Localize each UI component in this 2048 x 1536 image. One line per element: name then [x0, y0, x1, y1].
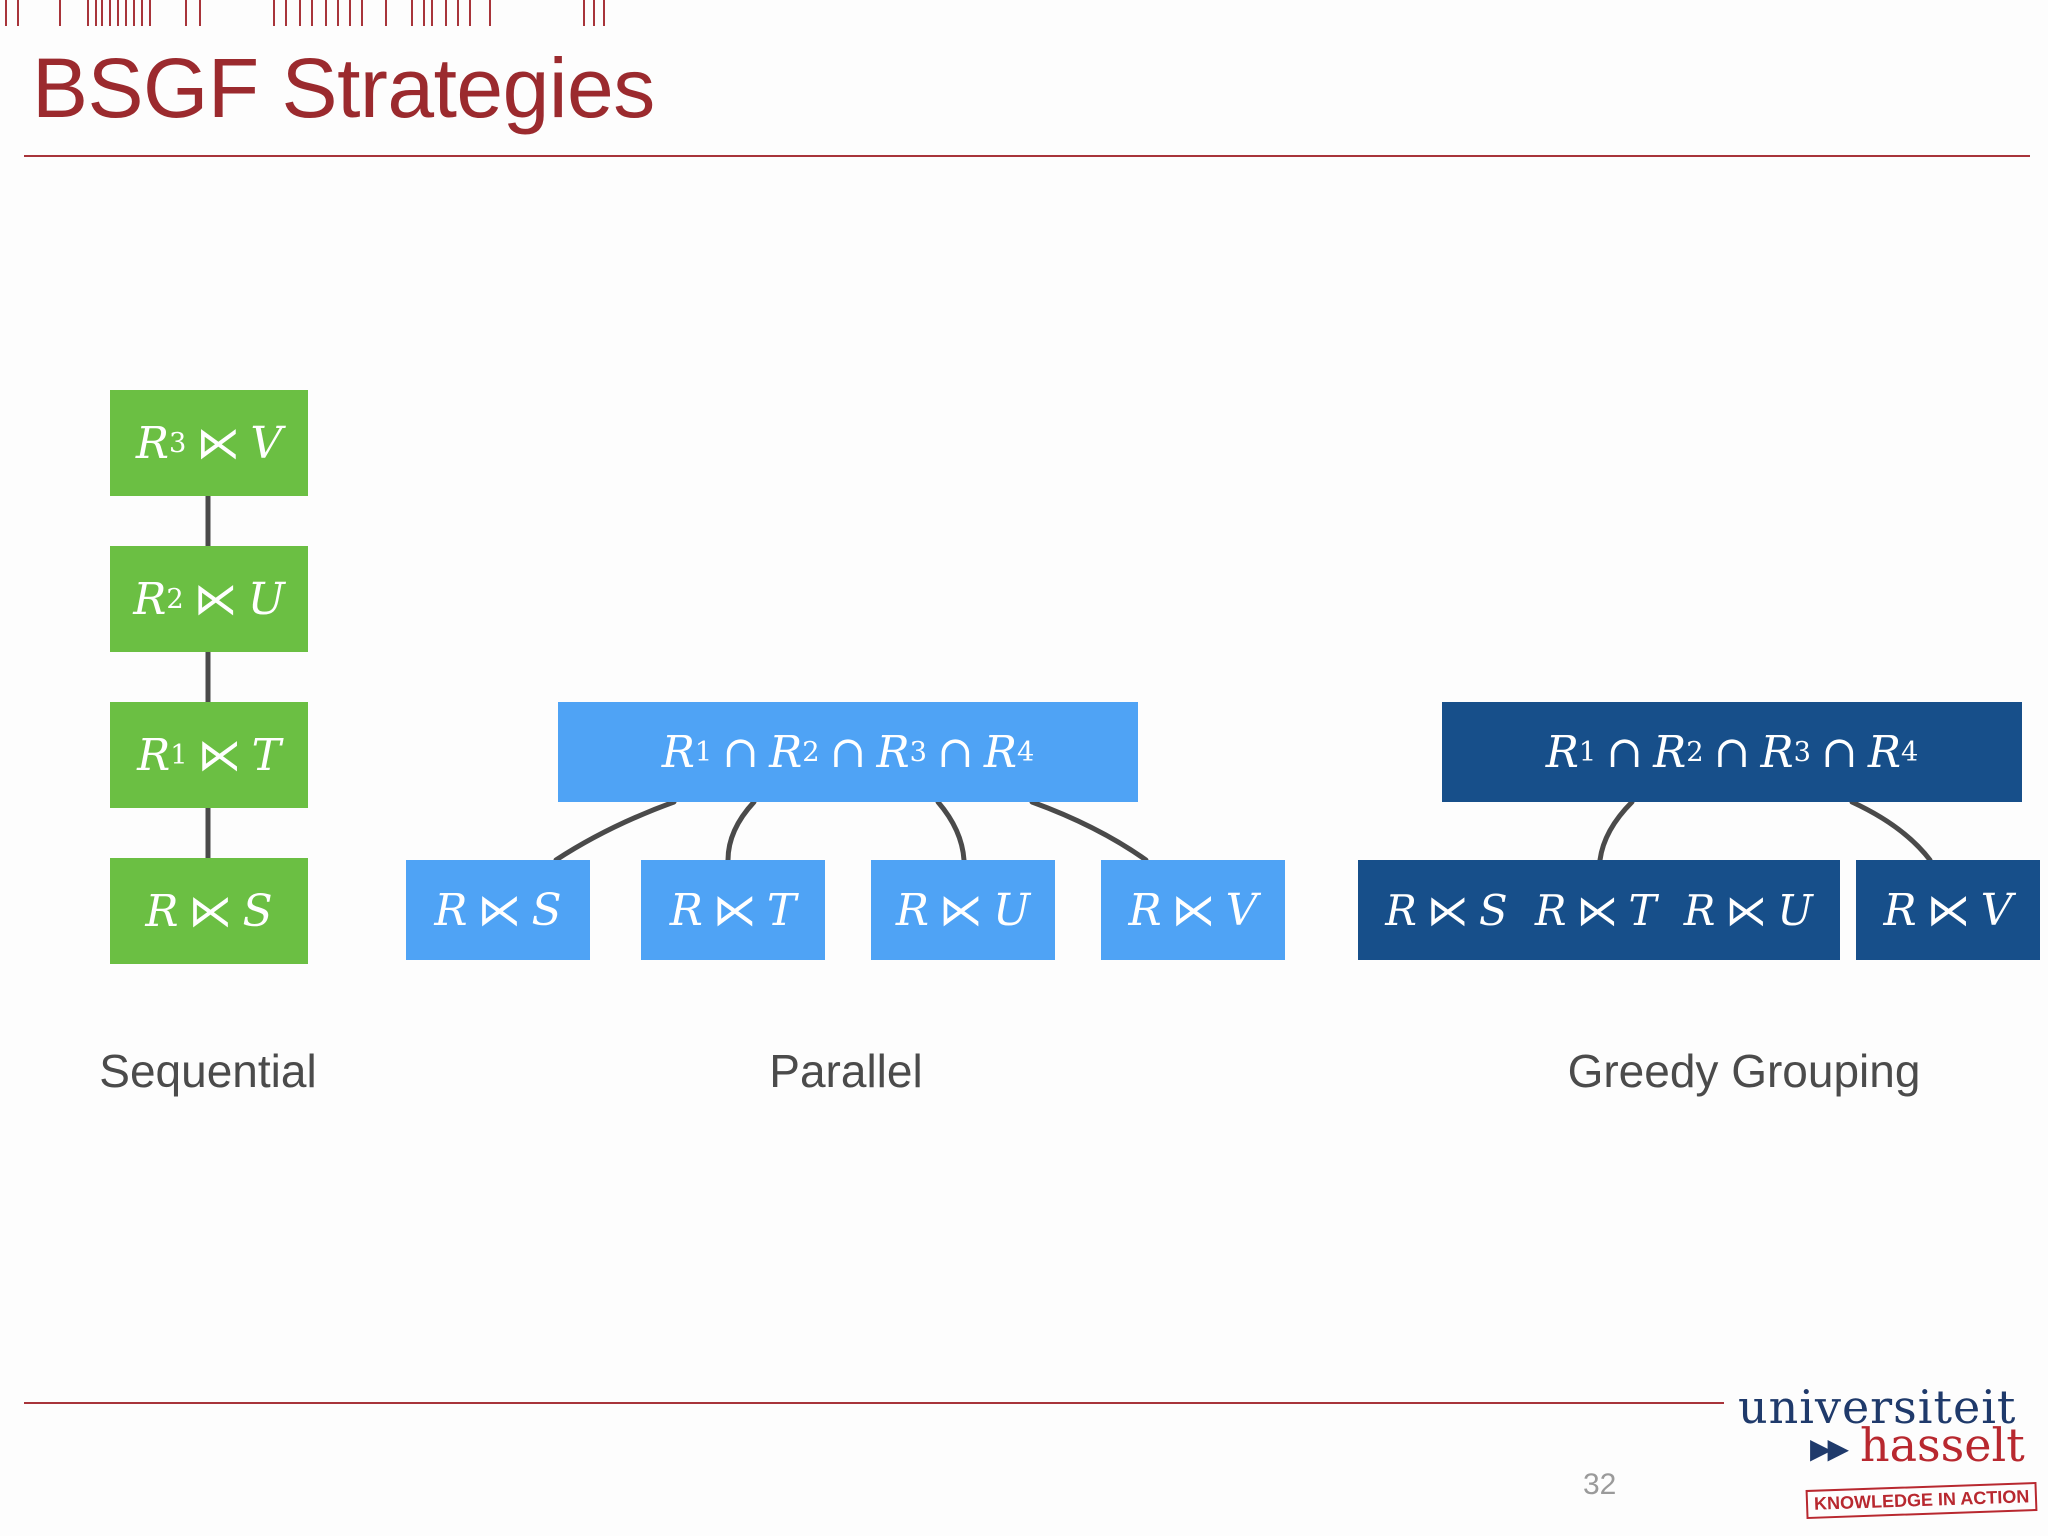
- semijoin-symbol: ⋉: [1576, 885, 1619, 935]
- par-edge-4: [1029, 799, 1149, 863]
- rel-symbol: R: [1760, 726, 1794, 778]
- rel-symbol: R: [661, 726, 695, 778]
- rhs-symbol: U: [247, 573, 285, 625]
- logo-arrows-icon: ▶▶: [1810, 1433, 1849, 1464]
- greedy-group-item: R⋉T: [1535, 886, 1657, 935]
- caption-parallel: Parallel: [769, 1045, 923, 1097]
- par-leaf-r-s: R⋉S: [406, 860, 590, 960]
- semijoin-symbol: ⋉: [197, 729, 242, 781]
- rel-subscript: 2: [802, 736, 820, 768]
- seq-box-r-s: R⋉S: [110, 858, 308, 964]
- caption-sequential: Sequential: [99, 1045, 317, 1097]
- page-number: 32: [1583, 1468, 1617, 1501]
- rel-symbol: R: [1653, 726, 1687, 778]
- rel-symbol: R: [1385, 885, 1417, 935]
- intersect-symbol: ∩: [829, 726, 867, 778]
- rel-subscript: 1: [1578, 736, 1597, 768]
- rhs-symbol: T: [766, 884, 797, 936]
- rel-symbol: R: [133, 573, 167, 625]
- rel-symbol: R: [137, 729, 171, 781]
- rhs-symbol: U: [1777, 885, 1813, 935]
- semijoin-symbol: ⋉: [196, 417, 241, 469]
- rhs-symbol: S: [242, 885, 273, 937]
- intersect-symbol: ∩: [1713, 726, 1751, 778]
- logo-tagline: KNOWLEDGE IN ACTION: [1805, 1481, 2038, 1520]
- par-edge-3: [935, 799, 967, 863]
- rel-subscript: 1: [170, 739, 188, 771]
- greedy-group-box: R⋉S R⋉T R⋉U: [1358, 860, 1840, 960]
- title-rule: [24, 155, 2030, 157]
- rel-symbol: R: [1534, 885, 1567, 935]
- par-edge-2: [725, 799, 757, 863]
- greedy-group-item: R⋉U: [1684, 886, 1813, 935]
- rhs-symbol: T: [1628, 885, 1657, 935]
- rel-symbol: R: [1545, 726, 1579, 778]
- rel-symbol: R: [876, 726, 910, 778]
- par-leaf-r-v: R⋉V: [1101, 860, 1285, 960]
- rhs-symbol: T: [251, 729, 281, 781]
- greedy-edge-1: [1597, 799, 1635, 863]
- university-logo: universiteit ▶▶ hasselt KNOWLEDGE IN ACT…: [1738, 1380, 2038, 1530]
- semijoin-symbol: ⋉: [188, 885, 233, 937]
- rhs-symbol: U: [993, 884, 1031, 936]
- rel-subscript: 2: [1686, 736, 1704, 768]
- rel-symbol: R: [983, 726, 1017, 778]
- greedy-edge-2: [1849, 799, 1933, 863]
- rel-symbol: R: [1867, 726, 1901, 778]
- greedy-group-item: R⋉S: [1385, 886, 1507, 935]
- greedy-single-box: R⋉V: [1856, 860, 2040, 960]
- rel-symbol: R: [1683, 885, 1716, 935]
- rel-subscript: 1: [694, 736, 713, 768]
- rel-symbol: R: [434, 884, 468, 936]
- rhs-symbol: S: [1478, 885, 1508, 935]
- rhs-symbol: V: [1980, 884, 2013, 936]
- rel-symbol: R: [669, 884, 703, 936]
- rel-symbol: R: [895, 884, 930, 936]
- rel-subscript: 4: [1900, 736, 1919, 768]
- par-leaf-r-u: R⋉U: [871, 860, 1055, 960]
- logo-word-universiteit: universiteit: [1738, 1380, 2017, 1434]
- semijoin-symbol: ⋉: [939, 884, 984, 936]
- semijoin-symbol: ⋉: [477, 884, 522, 936]
- rhs-symbol: V: [250, 417, 283, 469]
- footer-rule: [24, 1402, 1724, 1404]
- semijoin-symbol: ⋉: [712, 884, 757, 936]
- semijoin-symbol: ⋉: [193, 573, 238, 625]
- slide-title: BSGF Strategies: [32, 41, 655, 135]
- caption-greedy-grouping: Greedy Grouping: [1567, 1045, 1921, 1097]
- intersect-symbol: ∩: [722, 726, 760, 778]
- rhs-symbol: S: [531, 884, 562, 936]
- intersect-symbol: ∩: [1606, 726, 1644, 778]
- rel-symbol: R: [145, 885, 179, 937]
- rel-subscript: 2: [166, 583, 184, 615]
- logo-word-hasselt: hasselt: [1860, 1418, 2025, 1472]
- rel-symbol: R: [769, 726, 803, 778]
- semijoin-symbol: ⋉: [1725, 885, 1768, 935]
- semijoin-symbol: ⋉: [1171, 884, 1216, 936]
- par-leaf-r-t: R⋉T: [641, 860, 825, 960]
- rel-symbol: R: [135, 417, 169, 469]
- rel-symbol: R: [1128, 884, 1162, 936]
- rel-subscript: 3: [1793, 736, 1811, 768]
- semijoin-symbol: ⋉: [1926, 884, 1971, 936]
- intersect-symbol: ∩: [1820, 726, 1858, 778]
- rel-subscript: 3: [169, 427, 187, 459]
- par-edge-1: [553, 799, 677, 863]
- rel-symbol: R: [1883, 884, 1917, 936]
- intersect-symbol: ∩: [936, 726, 974, 778]
- rel-subscript: 3: [909, 736, 927, 768]
- rhs-symbol: V: [1225, 884, 1258, 936]
- top-bar-pattern: [5, 0, 605, 26]
- semijoin-symbol: ⋉: [1426, 885, 1469, 935]
- rel-subscript: 4: [1016, 736, 1035, 768]
